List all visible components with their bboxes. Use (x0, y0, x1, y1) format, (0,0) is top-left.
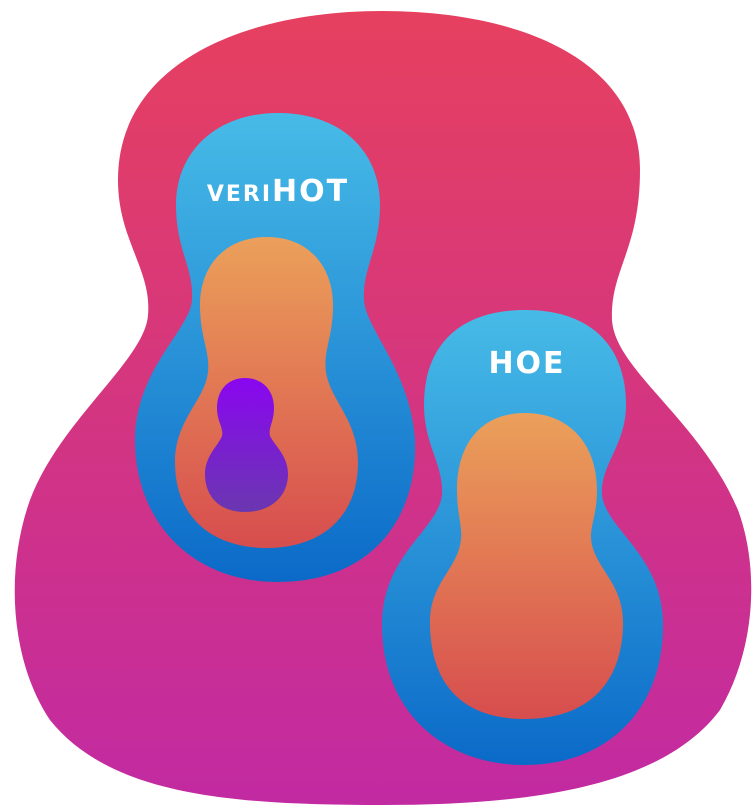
verihot-label-main: HOT (272, 174, 349, 209)
hoe-label: HOE (488, 346, 565, 381)
verihot-label-prefix: VERI (207, 182, 272, 207)
